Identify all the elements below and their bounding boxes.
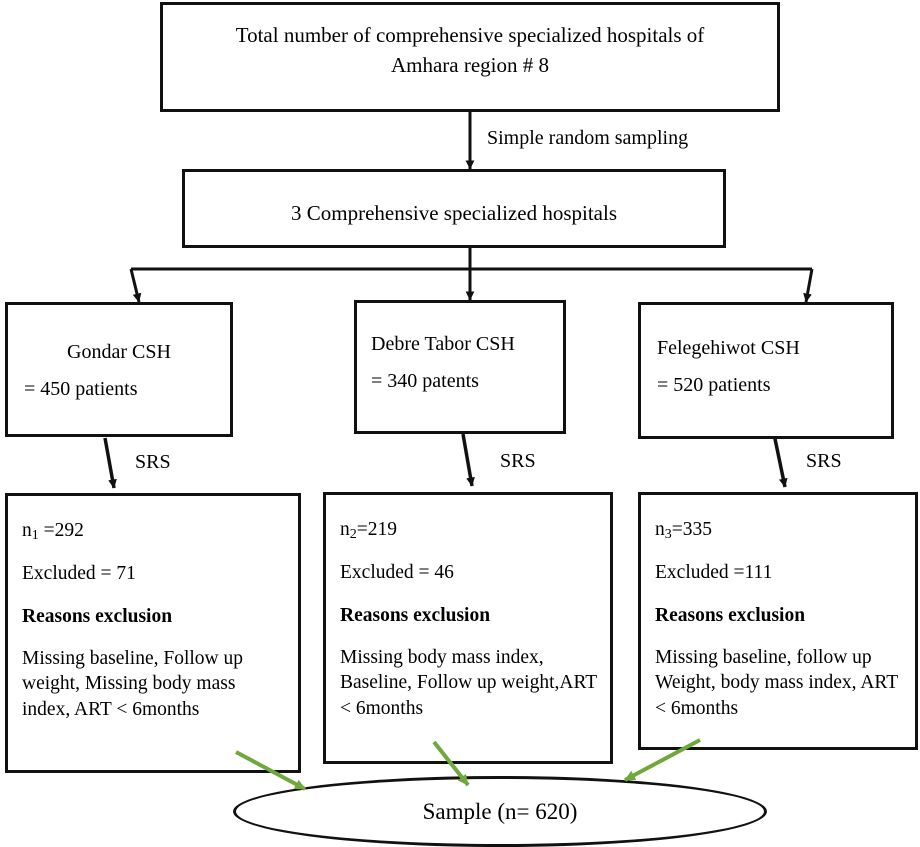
hospital-count-1: = 340 patents: [371, 370, 479, 392]
exclusion-heading-3: Reasons exclusion: [655, 604, 806, 626]
exclusion-n-value-2: =219: [356, 519, 398, 540]
total-hospitals-line2: Amhara region # 8: [390, 52, 550, 77]
exclusion-n-sub-2: 2: [349, 526, 357, 543]
final-sample-text: Sample (n= 620): [422, 798, 578, 824]
exclusion-excluded-3: Excluded =111: [655, 562, 773, 584]
exclusion-excluded-1: Excluded = 71: [22, 563, 136, 585]
box-hospital-felegehiwot: Felegehiwot CSH = 520 patients: [638, 302, 894, 439]
hospital-name-2: Felegehiwot CSH: [657, 337, 800, 359]
green-arrow-left: [235, 750, 306, 791]
exclusion-n-value-3: =335: [671, 519, 713, 540]
three-hospitals-text: 3 Comprehensive specialized hospitals: [290, 201, 617, 225]
exclusion-n-label-1: n: [22, 520, 32, 541]
green-arrow-middle: [432, 740, 470, 787]
box-hospital-debre-tabor: Debre Tabor CSH = 340 patents: [354, 300, 566, 434]
box-exclusion-3: n3=335 Excluded =111 Reasons exclusion M…: [638, 492, 918, 750]
exclusion-reasons-3: Missing baseline, follow up Weight, body…: [655, 647, 898, 719]
label-srs-left: SRS: [135, 451, 171, 473]
hospital-count-2: = 520 patients: [657, 374, 771, 396]
label-srs-right: SRS: [806, 450, 842, 472]
hospital-count-0: = 450 patients: [24, 378, 138, 400]
ellipse-final-sample: Sample (n= 620): [233, 776, 767, 847]
exclusion-n-sub-3: 3: [664, 526, 672, 543]
exclusion-excluded-2: Excluded = 46: [340, 562, 454, 584]
exclusion-heading-1: Reasons exclusion: [22, 605, 173, 627]
label-srs-middle: SRS: [500, 450, 536, 472]
exclusion-reasons-1: Missing baseline, Follow up weight, Miss…: [22, 648, 244, 720]
exclusion-n-3: n3=335: [655, 517, 905, 543]
box-exclusion-2: n2=219 Excluded = 46 Reasons exclusion M…: [323, 492, 613, 764]
exclusion-reasons-2: Missing body mass index, Baseline, Follo…: [340, 647, 597, 719]
connector-branch-left: [129, 268, 142, 303]
connector-srs-left: [103, 437, 117, 489]
exclusion-n-label-3: n: [655, 519, 665, 540]
exclusion-n-1: n1 =292: [22, 518, 288, 544]
green-arrow-right: [624, 738, 701, 782]
box-three-hospitals: 3 Comprehensive specialized hospitals: [182, 169, 726, 248]
hospital-name-0: Gondar CSH: [67, 341, 171, 363]
connector-srs-right: [772, 433, 788, 488]
exclusion-n-2: n2=219: [340, 517, 600, 543]
box-hospital-gondar: Gondar CSH = 450 patients: [5, 302, 233, 437]
exclusion-n-label-2: n: [340, 519, 350, 540]
exclusion-n-sub-1: 1: [31, 527, 39, 544]
box-exclusion-1: n1 =292 Excluded = 71 Reasons exclusion …: [5, 493, 301, 773]
label-simple-random-sampling: Simple random sampling: [487, 127, 689, 149]
connector-branch-right: [803, 268, 814, 303]
exclusion-heading-2: Reasons exclusion: [340, 604, 491, 626]
total-hospitals-line1: Total number of comprehensive specialize…: [235, 23, 705, 47]
connector-srs-middle: [461, 433, 475, 487]
box-total-hospitals: Total number of comprehensive specialize…: [160, 2, 780, 112]
exclusion-n-value-1: =292: [38, 520, 84, 541]
hospital-name-1: Debre Tabor CSH: [371, 333, 515, 355]
